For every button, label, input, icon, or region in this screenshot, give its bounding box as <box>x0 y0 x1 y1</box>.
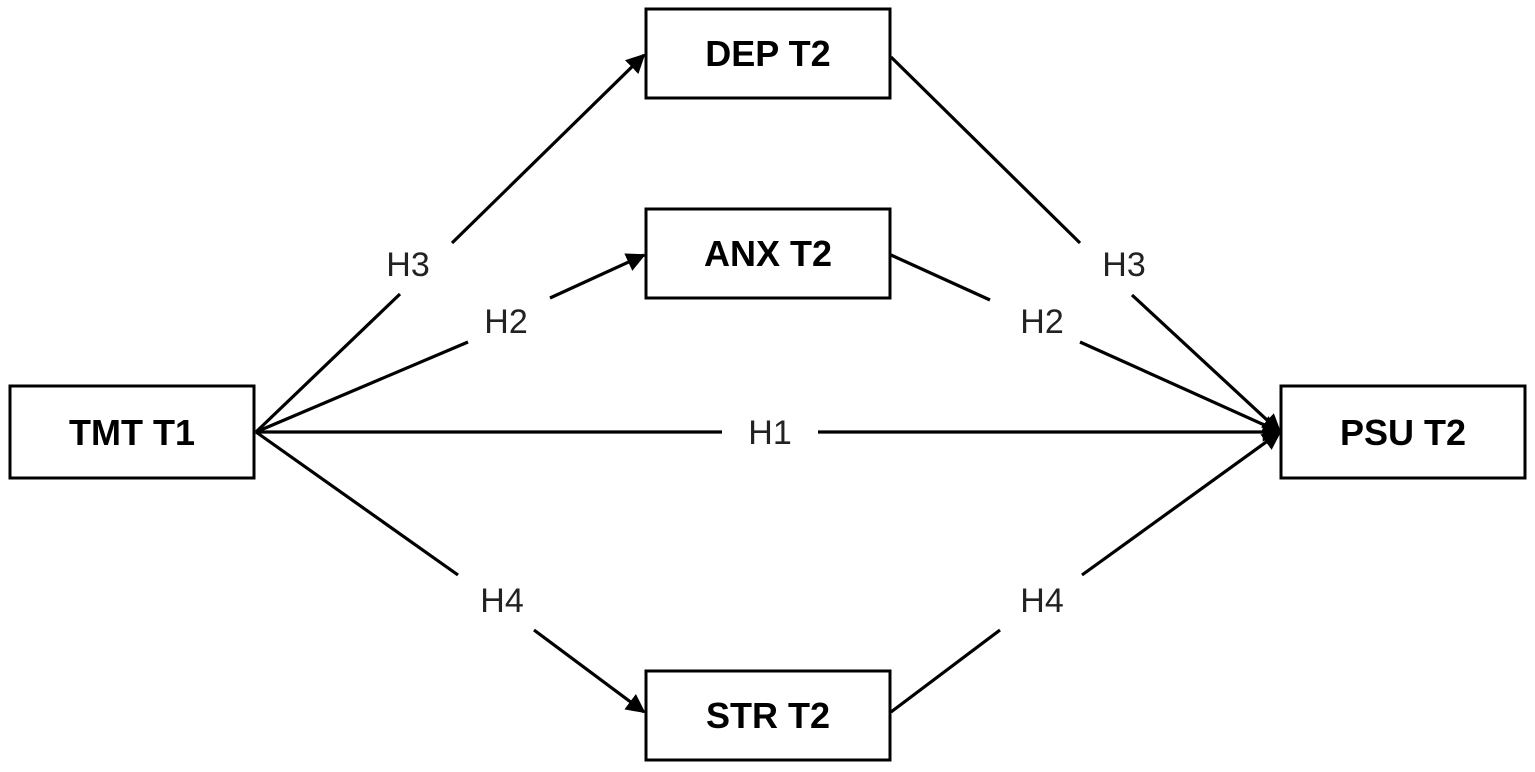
edge-label-h3-right: H3 <box>1102 246 1145 284</box>
edge-h3-dep-psu-seg1 <box>889 55 1082 245</box>
node-psu-t2: PSU T2 <box>1279 384 1527 480</box>
node-anx-t2-label: ANX T2 <box>704 233 832 274</box>
edge-label-h3-left: H3 <box>386 246 429 284</box>
node-dep-t2-label: DEP T2 <box>705 33 830 74</box>
edge-label-h2-left: H2 <box>484 303 527 341</box>
edge-h2-tmt-anx-seg2 <box>549 253 646 300</box>
node-str-t2: STR T2 <box>644 669 892 762</box>
node-anx-t2: ANX T2 <box>644 207 892 300</box>
edge-label-h1: H1 <box>748 414 791 452</box>
node-tmt-t1: TMT T1 <box>8 384 256 480</box>
edge-h3-dep-psu-seg2 <box>1130 293 1282 434</box>
node-dep-t2: DEP T2 <box>644 7 892 100</box>
node-dep-t2-box <box>644 7 892 100</box>
edge-h4-str-psu-seg1 <box>890 628 1001 714</box>
node-str-t2-box <box>644 669 892 762</box>
node-str-t2-label: STR T2 <box>706 695 830 736</box>
node-psu-t2-label: PSU T2 <box>1340 412 1466 453</box>
edge-label-h2-right: H2 <box>1020 303 1063 341</box>
edge-h4-tmt-str-seg1 <box>255 430 459 577</box>
edge-h2-tmt-anx-seg1 <box>255 340 469 434</box>
edge-h2-anx-psu-seg2 <box>1079 340 1282 434</box>
edge-h4-tmt-str-seg2 <box>533 628 646 714</box>
node-tmt-t1-box <box>8 384 256 480</box>
edge-label-h4-left: H4 <box>480 582 523 620</box>
edge-h3-tmt-dep-seg1 <box>254 292 402 434</box>
node-tmt-t1-label: TMT T1 <box>69 412 195 453</box>
edge-label-h4-right: H4 <box>1020 582 1063 620</box>
edge-h3-tmt-dep-seg2 <box>450 53 646 245</box>
edge-h2-anx-psu-seg1 <box>890 253 991 302</box>
edge-h4-str-psu-seg2 <box>1081 430 1282 577</box>
node-anx-t2-box <box>644 207 892 300</box>
node-psu-t2-box <box>1279 384 1527 480</box>
